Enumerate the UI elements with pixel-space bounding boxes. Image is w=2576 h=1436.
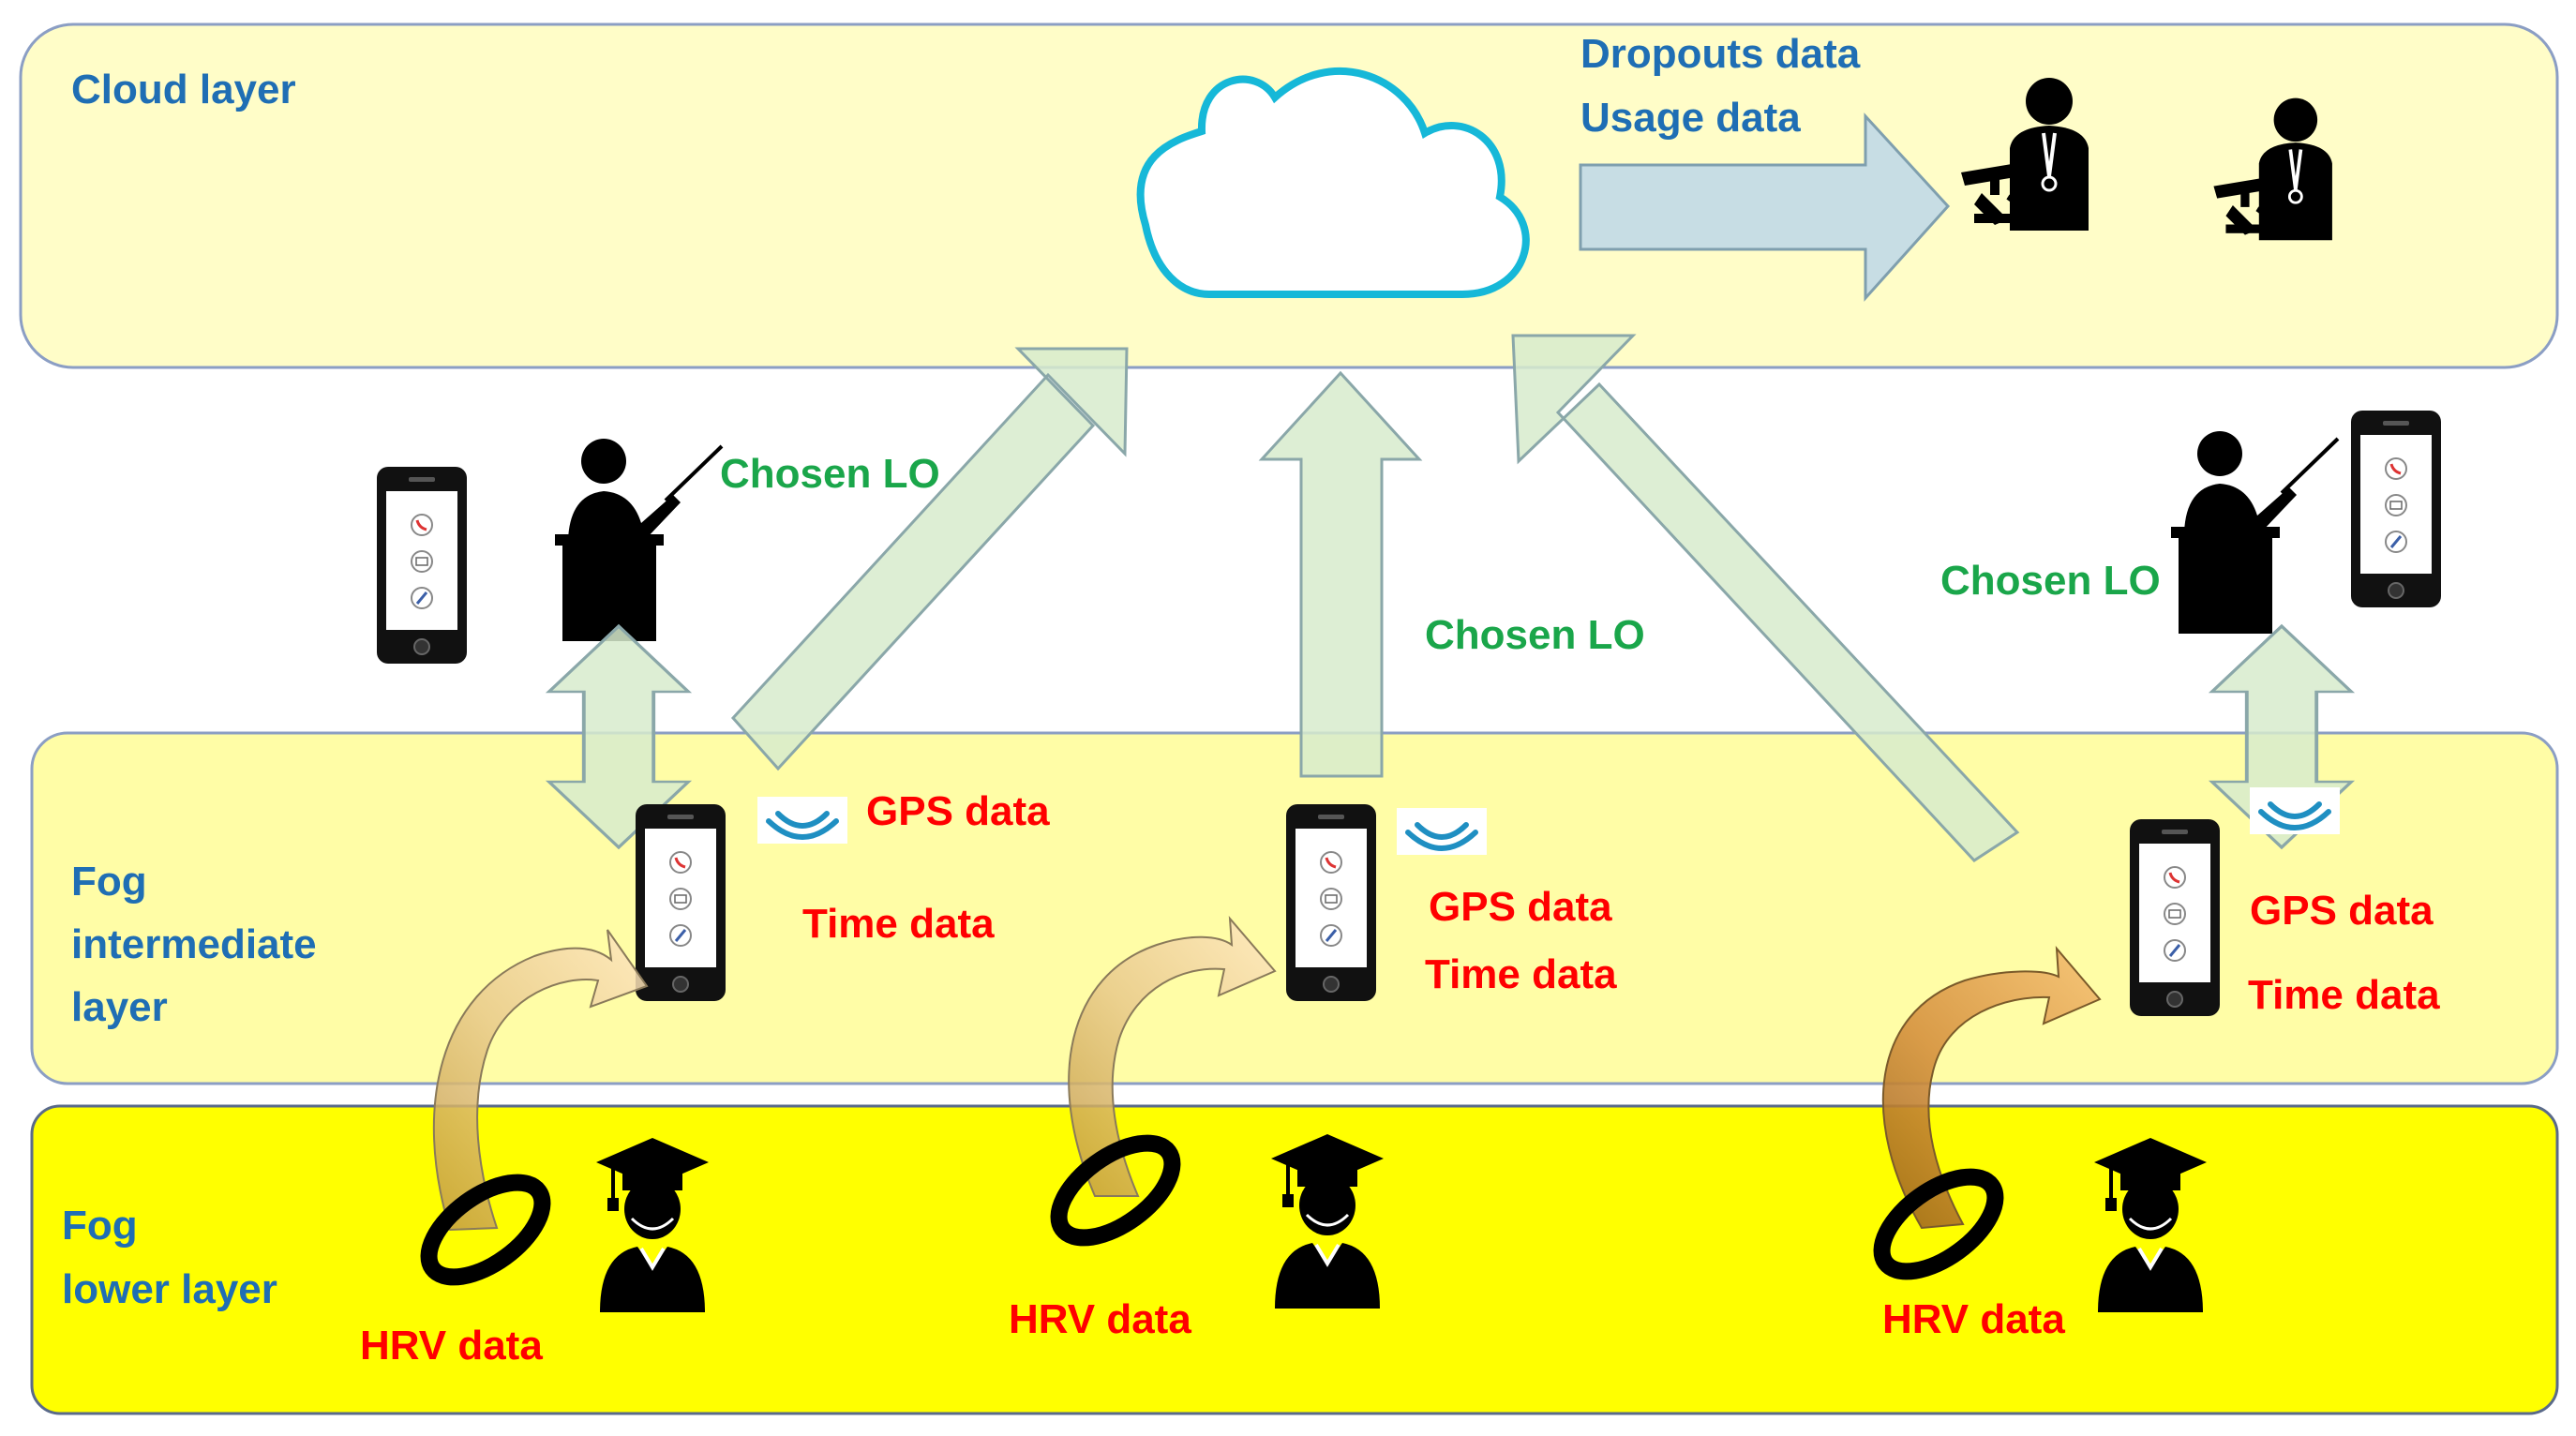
fog-intermediate-title-line-3: layer: [71, 984, 168, 1030]
up-arrow-middle: [1258, 370, 1423, 778]
curved-arrow-3: [1881, 946, 2102, 1230]
chosen-lo-label-middle: Chosen LO: [1425, 612, 1645, 658]
hrv-data-label-2: HRV data: [1009, 1296, 1191, 1342]
usage-data-label: Usage data: [1580, 95, 1801, 141]
chosen-lo-label-left: Chosen LO: [720, 451, 940, 497]
gps-data-label-1: GPS data: [866, 788, 1050, 834]
up-arrow-right: [1511, 334, 2020, 862]
time-data-label-2: Time data: [1425, 951, 1617, 997]
cloud-output-arrow: [1579, 112, 1951, 302]
smartphone-icon: [634, 802, 727, 1003]
fog-intermediate-title-line-1: Fog: [71, 859, 147, 905]
curved-arrow-2: [1068, 916, 1277, 1197]
gps-data-label-3: GPS data: [2250, 888, 2434, 934]
smartphone-icon: [2128, 817, 2222, 1018]
double-arrow-left: [545, 623, 693, 850]
teacher-lectern-icon: [2169, 429, 2340, 636]
smartphone-icon: [2349, 409, 2443, 609]
smartphone-icon: [1284, 802, 1378, 1003]
up-arrow-left: [730, 347, 1129, 771]
wifi-signal-icon: [757, 797, 847, 844]
fog-lower-title-line-1: Fog: [62, 1203, 138, 1249]
dropouts-data-label: Dropouts data: [1580, 31, 1861, 77]
cloud-icon: [1136, 67, 1530, 298]
cloud-layer-title: Cloud layer: [71, 67, 296, 112]
teacher-lectern-icon: [553, 437, 724, 643]
time-data-label-1: Time data: [802, 901, 995, 947]
chosen-lo-label-right: Chosen LO: [1940, 558, 2161, 604]
smartphone-icon: [375, 465, 469, 666]
hrv-data-label-1: HRV data: [360, 1323, 543, 1369]
curved-arrow-1: [432, 929, 649, 1232]
wifi-signal-icon: [2250, 787, 2340, 834]
fog-lower-title-line-2: lower layer: [62, 1266, 277, 1312]
gps-data-label-2: GPS data: [1429, 884, 1612, 930]
wifi-signal-icon: [1397, 808, 1487, 855]
fog-intermediate-title-line-2: intermediate: [71, 921, 317, 967]
hrv-data-label-3: HRV data: [1882, 1296, 2065, 1342]
time-data-label-3: Time data: [2248, 972, 2440, 1018]
